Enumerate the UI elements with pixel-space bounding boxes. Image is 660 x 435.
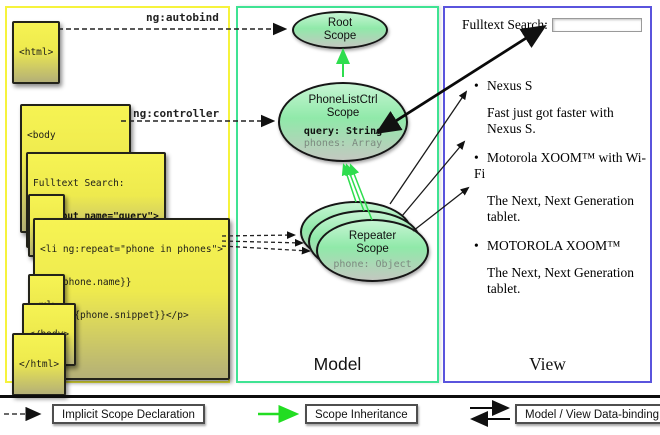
view-search-label: Fulltext Search:: [462, 17, 548, 32]
scope-title: Scope: [326, 107, 360, 119]
directive-label-controller: ng:controller: [133, 107, 220, 120]
scope-title: Repeater: [348, 230, 397, 242]
scope-title: Scope: [323, 30, 357, 42]
scope-title: Scope: [356, 243, 389, 255]
directive-label-autobind: ng:autobind: [146, 11, 219, 24]
item-title-row: • MOTOROLA XOOM™: [474, 238, 649, 254]
item-desc: Fast just got faster with Nexus S.: [487, 105, 614, 136]
view-search-input[interactable]: [551, 18, 642, 32]
code-line: {{phone.name}}: [40, 277, 132, 288]
root-scope-ellipse: Root Scope: [292, 11, 388, 49]
item-title: Motorola XOOM™ with Wi-Fi: [474, 150, 647, 181]
code-box-html-close: </html>: [12, 333, 67, 396]
legend-box-inheritance: Scope Inheritance: [305, 404, 418, 424]
legend-box-implicit: Implicit Scope Declaration: [52, 404, 205, 424]
scope-prop-phones: phones: Array: [303, 138, 383, 149]
item-title: Nexus S: [487, 78, 533, 93]
repeater-scope-ellipse-front: Repeater Scope phone: Object: [316, 219, 429, 282]
code-line: <body: [27, 130, 56, 141]
model-panel-label: Model: [313, 354, 362, 374]
item-bullet: •: [474, 78, 479, 93]
view-item-list: • Nexus S Fast just got faster with Nexus…: [474, 78, 649, 310]
item-desc: The Next, Next Generation tablet.: [487, 193, 634, 224]
item-title-row: •Motorola XOOM™ with Wi-Fi: [474, 150, 649, 182]
phonelistctrl-scope-ellipse: PhoneListCtrl Scope query: String phones…: [278, 82, 408, 162]
code-line: <p>{{phone.snippet}}</p>: [40, 310, 189, 321]
view-panel: Fulltext Search: • Nexus S Fast just got …: [443, 6, 652, 383]
code-line: <li ng:repeat="phone in phones">: [40, 244, 224, 255]
code-line: </html>: [19, 359, 60, 370]
view-search-row: Fulltext Search:: [462, 17, 642, 33]
item-bullet: •: [474, 238, 479, 253]
view-panel-label: View: [529, 354, 566, 374]
code-box-html-open: <html>: [12, 21, 61, 84]
legend-separator: [0, 395, 660, 398]
item-desc: The Next, Next Generation tablet.: [487, 265, 634, 296]
code-box-li-repeat: <li ng:repeat="phone in phones"> {{phone…: [33, 218, 231, 380]
view-item: • Nexus S Fast just got faster with Nexus…: [474, 78, 649, 137]
view-item: • MOTOROLA XOOM™ The Next, Next Generatio…: [474, 238, 649, 297]
view-item: •Motorola XOOM™ with Wi-Fi The Next, Nex…: [474, 150, 649, 225]
item-title: MOTOROLA XOOM™: [487, 238, 621, 253]
legend-box-binding: Model / View Data-binding: [515, 404, 660, 424]
item-bullet: •: [474, 150, 479, 165]
scope-prop-query: query: String: [303, 126, 383, 137]
scope-title: Root: [327, 17, 353, 29]
code-line: <html>: [19, 47, 54, 58]
scope-prop-phone: phone: Object: [333, 259, 412, 270]
model-panel: Model: [236, 6, 439, 383]
code-line: Fulltext Search:: [33, 178, 125, 189]
scope-title: PhoneListCtrl: [308, 94, 378, 106]
item-title-row: • Nexus S: [474, 78, 649, 94]
